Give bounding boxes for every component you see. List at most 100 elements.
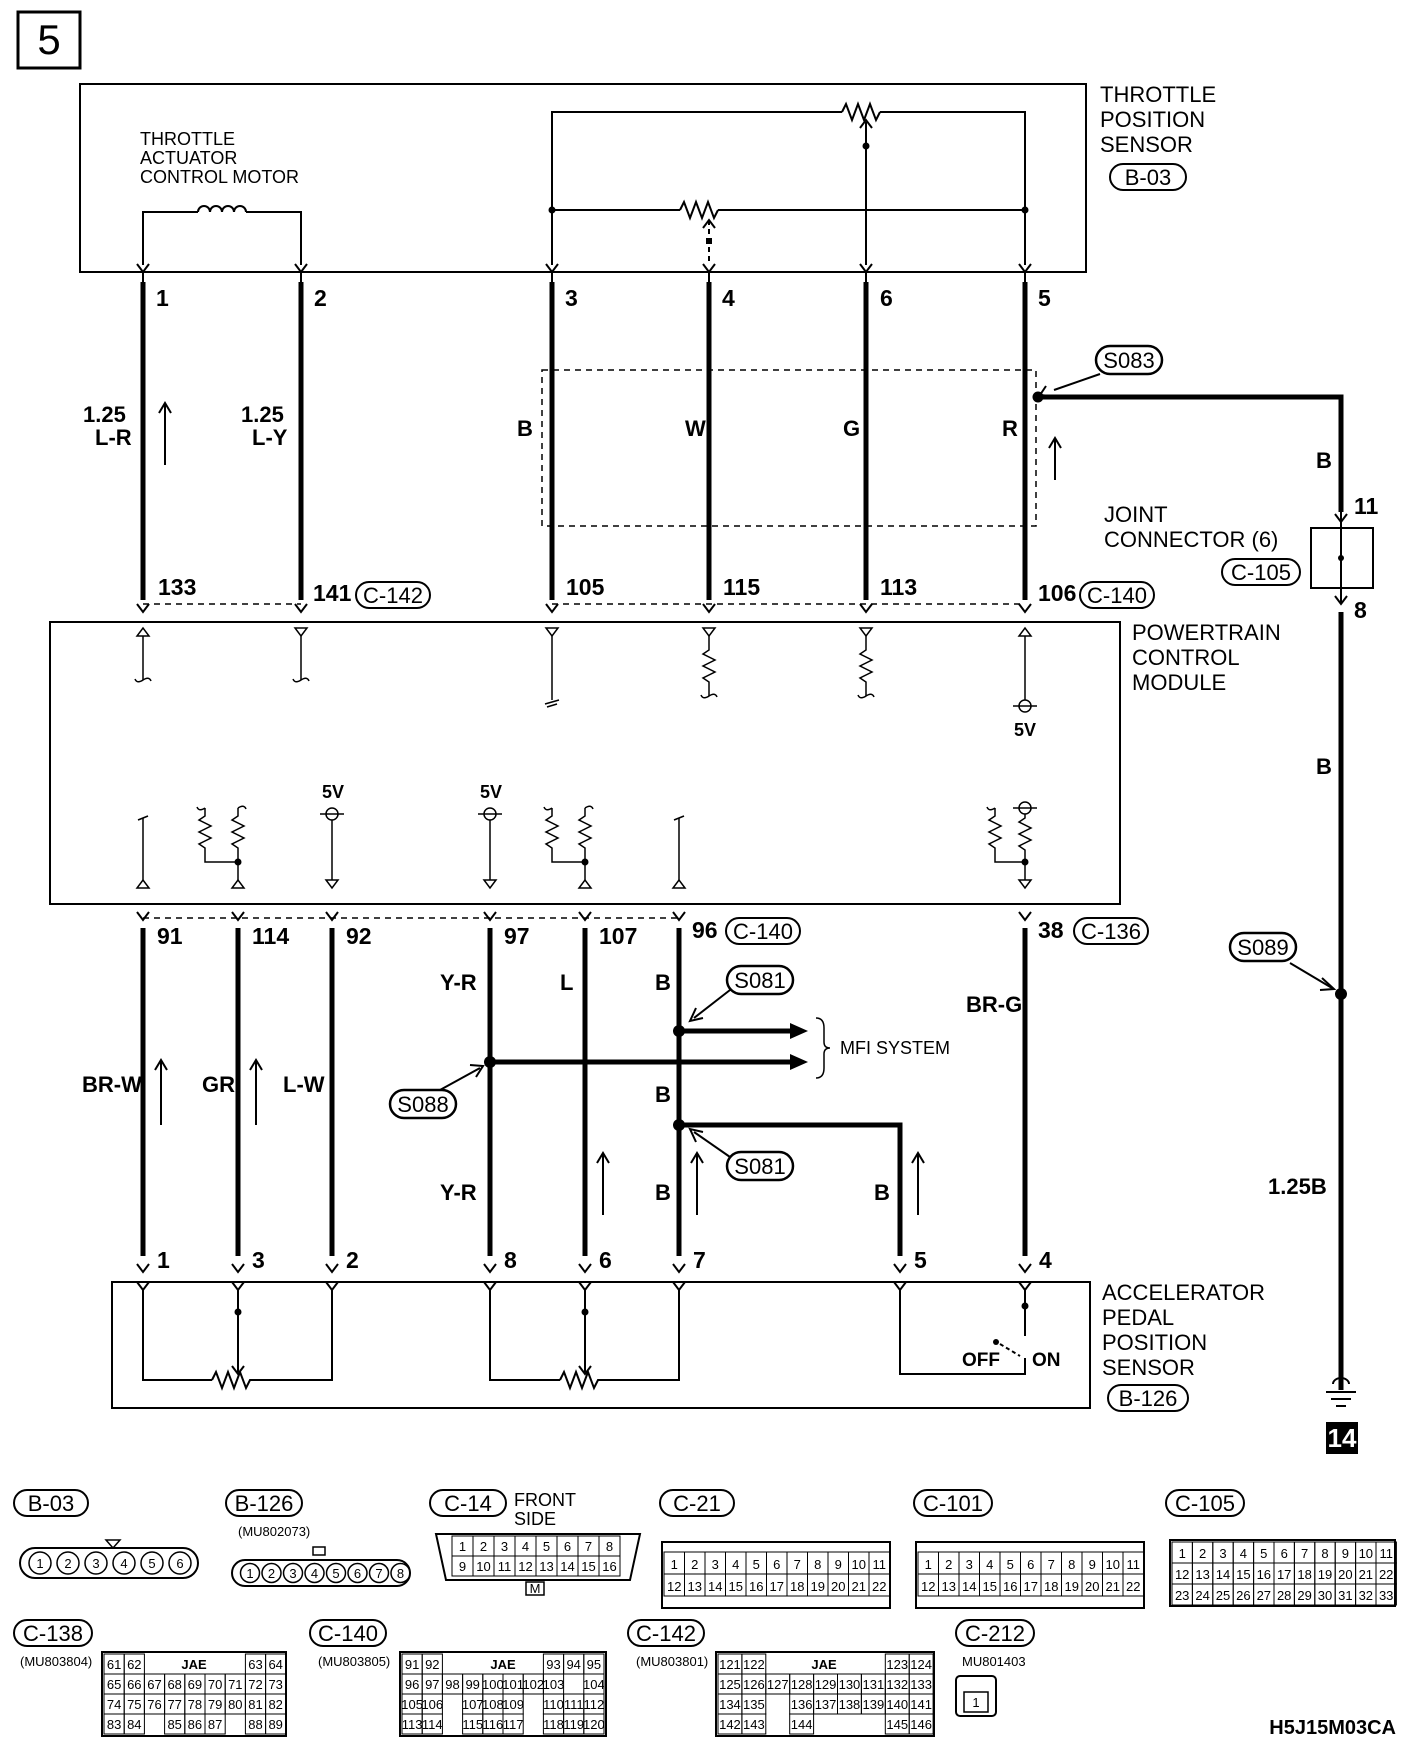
wire-size-2: 1.25 xyxy=(241,402,284,427)
legend-b126-pin-circle xyxy=(282,1562,304,1584)
legend-c138-cell-label: 69 xyxy=(188,1677,202,1692)
pcm-title-1: POWERTRAIN xyxy=(1132,620,1281,645)
pcm-5v-top: 5V xyxy=(1014,720,1036,740)
legend-c21-cell-label: 17 xyxy=(770,1579,784,1594)
legend-c142-cell-label: 127 xyxy=(767,1677,789,1692)
legend-c140-cell-label: 117 xyxy=(503,1717,524,1732)
legend-c142-badge xyxy=(627,1619,705,1647)
legend-b126-pin-label: 8 xyxy=(397,1566,404,1581)
pcm-pin-91: 91 xyxy=(157,923,183,949)
legend-b03-pin-circle xyxy=(112,1551,136,1575)
apps-switch-on: ON xyxy=(1032,1350,1061,1371)
tps-connector-badge xyxy=(1109,163,1187,191)
legend-c101-cell-label: 4 xyxy=(986,1557,993,1572)
legend-c105-cell-label: 10 xyxy=(1359,1546,1373,1561)
legend-c21-cell-label: 9 xyxy=(835,1557,842,1572)
legend-b126-part: (MU802073) xyxy=(238,1524,310,1539)
splice-s089-label: S089 xyxy=(1237,935,1288,960)
legend-c101-cell-label: 1 xyxy=(925,1557,932,1572)
legend-c142-cell-label: 140 xyxy=(886,1697,908,1712)
legend-c105-cell-label: 32 xyxy=(1359,1588,1373,1603)
legend-c105-badge xyxy=(1165,1489,1245,1517)
legend-c14-cell-label: 15 xyxy=(581,1559,595,1574)
pcm-top-chevrons xyxy=(136,603,1032,613)
legend-c138-cell-label: 80 xyxy=(228,1697,242,1712)
legend-c105-cell-label: 31 xyxy=(1338,1588,1352,1603)
legend-c138-cell-label: 89 xyxy=(268,1717,282,1732)
splice-s081a-badge xyxy=(725,964,795,996)
legend-c14-cell-label: 10 xyxy=(476,1559,490,1574)
legend-c140-cell-label: 118 xyxy=(543,1717,564,1732)
legend-c142-cell-label: 121 xyxy=(719,1657,741,1672)
legend-b126-pin-label: 6 xyxy=(354,1566,361,1581)
legend-c21-name: C-21 xyxy=(673,1491,721,1516)
apps-pin-8: 8 xyxy=(504,1247,517,1273)
tps-pin-1: 1 xyxy=(156,285,169,311)
legend-b126-pin-label: 1 xyxy=(246,1566,253,1581)
legend-c105-cell-label: 14 xyxy=(1216,1567,1230,1582)
joint-connector-label: C-105 xyxy=(1231,560,1291,585)
legend-c138-cell-label: 65 xyxy=(107,1677,121,1692)
legend-b126-pin-circle xyxy=(390,1562,411,1584)
legend-c105-cell-label: 6 xyxy=(1281,1546,1288,1561)
throttle-body-box xyxy=(79,83,1087,273)
wire-l: L xyxy=(560,970,573,995)
pcm-5v-mid: 5V xyxy=(480,782,502,802)
legend-c105-cell-label: 2 xyxy=(1199,1546,1206,1561)
legend-c14-name: C-14 xyxy=(444,1491,492,1516)
legend-c138-cell xyxy=(265,1713,287,1735)
legend-c21-cell-label: 19 xyxy=(811,1579,825,1594)
legend-c101-cell-label: 10 xyxy=(1106,1557,1120,1572)
legend-c101-cell-label: 21 xyxy=(1106,1579,1120,1594)
legend-b03-pin-circle xyxy=(56,1551,80,1575)
legend-c138-cell-label: 74 xyxy=(107,1697,121,1712)
pcm-box xyxy=(49,621,1121,905)
legend-c105-cell-label: 24 xyxy=(1195,1588,1209,1603)
legend-b03-pin-label: 3 xyxy=(92,1556,99,1571)
legend-c142-cell-label: 146 xyxy=(910,1717,932,1732)
right-wire-125b: 1.25B xyxy=(1268,1174,1327,1199)
legend-b126-pin-circle xyxy=(261,1562,282,1584)
legend-c138-badge xyxy=(13,1619,93,1647)
legend-c142-jae: JAE xyxy=(811,1657,837,1672)
joint-title-1: JOINT xyxy=(1104,502,1168,527)
motor-coil-symbol xyxy=(142,205,302,265)
legend-c138-cell-label: 71 xyxy=(228,1677,242,1692)
pcm-pin-96: 96 xyxy=(692,917,718,943)
legend-c142-cell-label: 132 xyxy=(886,1677,908,1692)
legend-c140-cell-label: 111 xyxy=(564,1697,584,1712)
legend-c101-cell-label: 12 xyxy=(921,1579,935,1594)
legend-c140-cell-label: 105 xyxy=(401,1697,423,1712)
legend-c14-cell-label: 2 xyxy=(480,1539,487,1554)
motor-title-1: THROTTLE xyxy=(140,129,235,149)
apps-pin-4: 4 xyxy=(1039,1247,1052,1273)
right-wire-b-1: B xyxy=(1316,448,1332,473)
legend-b03-pin-circle xyxy=(28,1551,52,1575)
legend-c14-cell-label: 13 xyxy=(539,1559,553,1574)
legend-c101-cell-label: 11 xyxy=(1127,1557,1141,1572)
legend-c14-cell-label: 16 xyxy=(602,1559,616,1574)
legend-c105-cell-label: 11 xyxy=(1379,1546,1393,1561)
legend-c142-cell-label: 141 xyxy=(910,1697,932,1712)
pcm-pin-113: 113 xyxy=(880,574,917,600)
legend-c142-cell-label: 139 xyxy=(862,1697,884,1712)
legend-c140-cell-label: 99 xyxy=(465,1677,479,1692)
legend-c142-cell xyxy=(741,1713,767,1735)
legend-c101-cell-label: 17 xyxy=(1024,1579,1038,1594)
apps-pin-5: 5 xyxy=(914,1247,927,1273)
tps-pin-5: 5 xyxy=(1038,285,1051,311)
wire-yr-2: Y-R xyxy=(440,1180,477,1205)
wire-color-lr: L-R xyxy=(95,425,132,450)
legend-c138-cell-label: 67 xyxy=(147,1677,161,1692)
legend-c140-name: C-140 xyxy=(318,1621,378,1646)
splice-s089-badge xyxy=(1228,931,1298,963)
pcm-conn-c140-label: C-140 xyxy=(1087,583,1147,608)
pcm-pin-141: 141 xyxy=(313,580,352,606)
legend-c21-cell-label: 10 xyxy=(852,1557,866,1572)
legend-c142-cell-label: 143 xyxy=(743,1717,765,1732)
legend-c142-cell-label: 134 xyxy=(719,1697,741,1712)
legend-c21-cell-label: 13 xyxy=(688,1579,702,1594)
